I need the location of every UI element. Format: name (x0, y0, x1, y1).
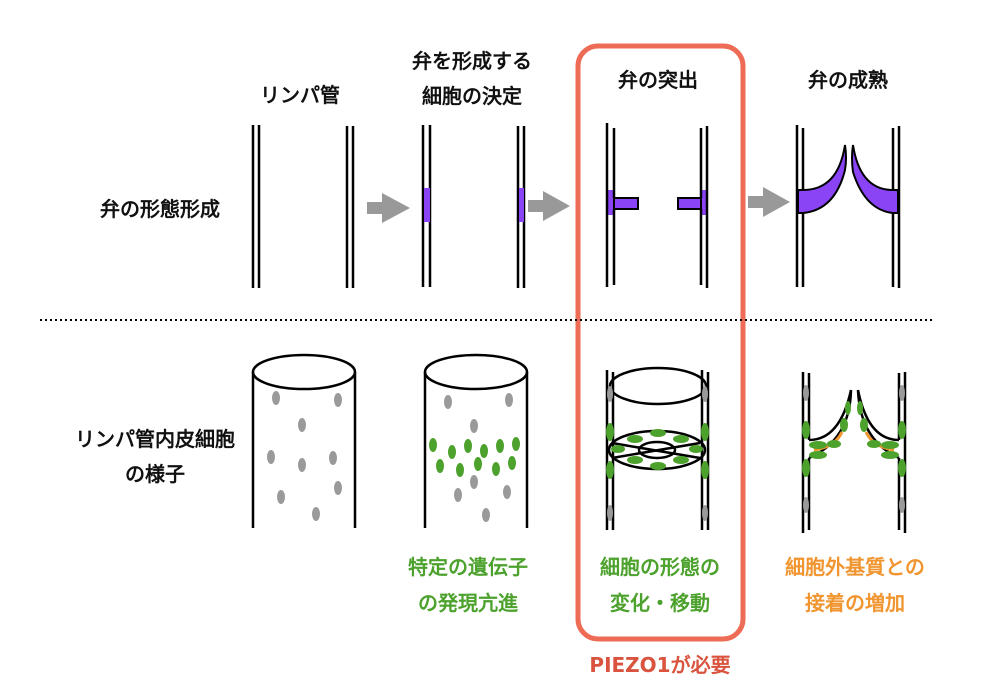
vessel-wall-plain (251, 125, 355, 288)
caption-shape-line2: 変化・移動 (610, 591, 710, 615)
cell-nucleus (512, 437, 520, 451)
vessel-cylinder-gene-expression (423, 353, 529, 528)
cell-nucleus (803, 385, 809, 401)
cell-nucleus (673, 435, 689, 443)
header-fate-line1: 弁を形成する (412, 49, 532, 73)
cell-nucleus (470, 475, 478, 489)
cell-nucleus (809, 441, 827, 449)
cell-nucleus (802, 459, 810, 477)
caption-ecm-line2: 接着の増加 (805, 591, 905, 615)
cell-nucleus (312, 507, 320, 521)
cell-nucleus (867, 440, 881, 448)
cell-nucleus (899, 385, 905, 401)
cell-nucleus (627, 435, 643, 443)
cell-nucleus (881, 451, 899, 459)
cell-nucleus (702, 386, 708, 402)
cell-nucleus (607, 505, 613, 521)
cell-nucleus (298, 458, 306, 472)
cell-nucleus (701, 423, 709, 441)
cell-nucleus (334, 393, 342, 407)
row-label-morphogenesis: 弁の形態形成 (100, 197, 220, 221)
caption-piezo1-required: PIEZO1が必要 (589, 653, 730, 677)
caption-gene-line1: 特定の遺伝子 (408, 555, 528, 579)
cell-nucleus (802, 421, 810, 439)
cell-nucleus (840, 418, 848, 432)
row-label-cells-line2: の様子 (125, 462, 185, 486)
cell-nucleus (881, 441, 899, 449)
cell-nucleus (898, 421, 906, 439)
cell-nucleus (860, 418, 868, 432)
arrow-icon (748, 187, 790, 217)
cell-nucleus (454, 488, 462, 502)
cell-nucleus (702, 505, 708, 521)
cell-nucleus (436, 459, 444, 473)
cell-nucleus (857, 401, 863, 415)
cell-nucleus (272, 391, 280, 405)
cell-nucleus (334, 481, 342, 495)
cell-nucleus (701, 461, 709, 479)
vessel-cylinder-resting (251, 353, 357, 528)
cell-nucleus (650, 429, 666, 437)
cell-nucleus (611, 445, 625, 453)
row-label-cells-line1: リンパ管内皮細胞 (75, 427, 235, 451)
cell-nucleus (898, 459, 906, 477)
cell-nucleus (464, 439, 472, 453)
cell-nucleus (650, 462, 666, 470)
vessel-wall-protrusion (605, 123, 709, 288)
cell-nucleus (474, 457, 482, 471)
cell-nucleus (470, 419, 478, 433)
vessel-ring-cell-migration (605, 366, 710, 530)
cell-nucleus (606, 461, 614, 479)
cell-nucleus (444, 395, 452, 409)
arrow-icon (367, 193, 410, 223)
cell-nucleus (448, 445, 456, 459)
cell-nucleus (607, 386, 613, 402)
cell-nucleus (503, 485, 511, 499)
header-fate-line2: 細胞の決定 (422, 84, 522, 108)
cell-nucleus (480, 444, 488, 458)
cell-nucleus (298, 418, 306, 432)
cell-nucleus (899, 497, 905, 513)
header-lymph-vessel: リンパ管 (260, 83, 340, 107)
cell-nucleus (492, 462, 500, 476)
cell-nucleus (809, 451, 827, 459)
vessel-wall-valve-fate (421, 125, 526, 288)
cell-nucleus (429, 438, 437, 452)
cell-nucleus (277, 490, 285, 504)
cell-nucleus (456, 463, 464, 477)
cell-nucleus (482, 508, 490, 522)
cell-nucleus (827, 440, 841, 448)
arrow-icon (528, 191, 570, 221)
header-maturation: 弁の成熟 (808, 68, 888, 92)
cell-nucleus (508, 456, 516, 470)
cell-nucleus (803, 497, 809, 513)
cell-nucleus (505, 393, 513, 407)
cell-nucleus (627, 456, 643, 464)
cell-nucleus (673, 456, 689, 464)
caption-gene-line2: の発現亢進 (418, 591, 518, 615)
highlight-box (575, 43, 746, 642)
cell-nucleus (329, 451, 337, 465)
caption-shape-line1: 細胞の形態の (600, 555, 720, 579)
vessel-mature-valve-cells (801, 372, 907, 533)
header-protrusion: 弁の突出 (618, 68, 698, 92)
cell-nucleus (496, 439, 504, 453)
cell-nucleus (689, 445, 703, 453)
cell-nucleus (606, 423, 614, 441)
vessel-wall-mature-valve (795, 125, 901, 288)
cell-nucleus (845, 401, 851, 415)
caption-ecm-line1: 細胞外基質との (785, 555, 925, 579)
cell-nucleus (267, 450, 275, 464)
